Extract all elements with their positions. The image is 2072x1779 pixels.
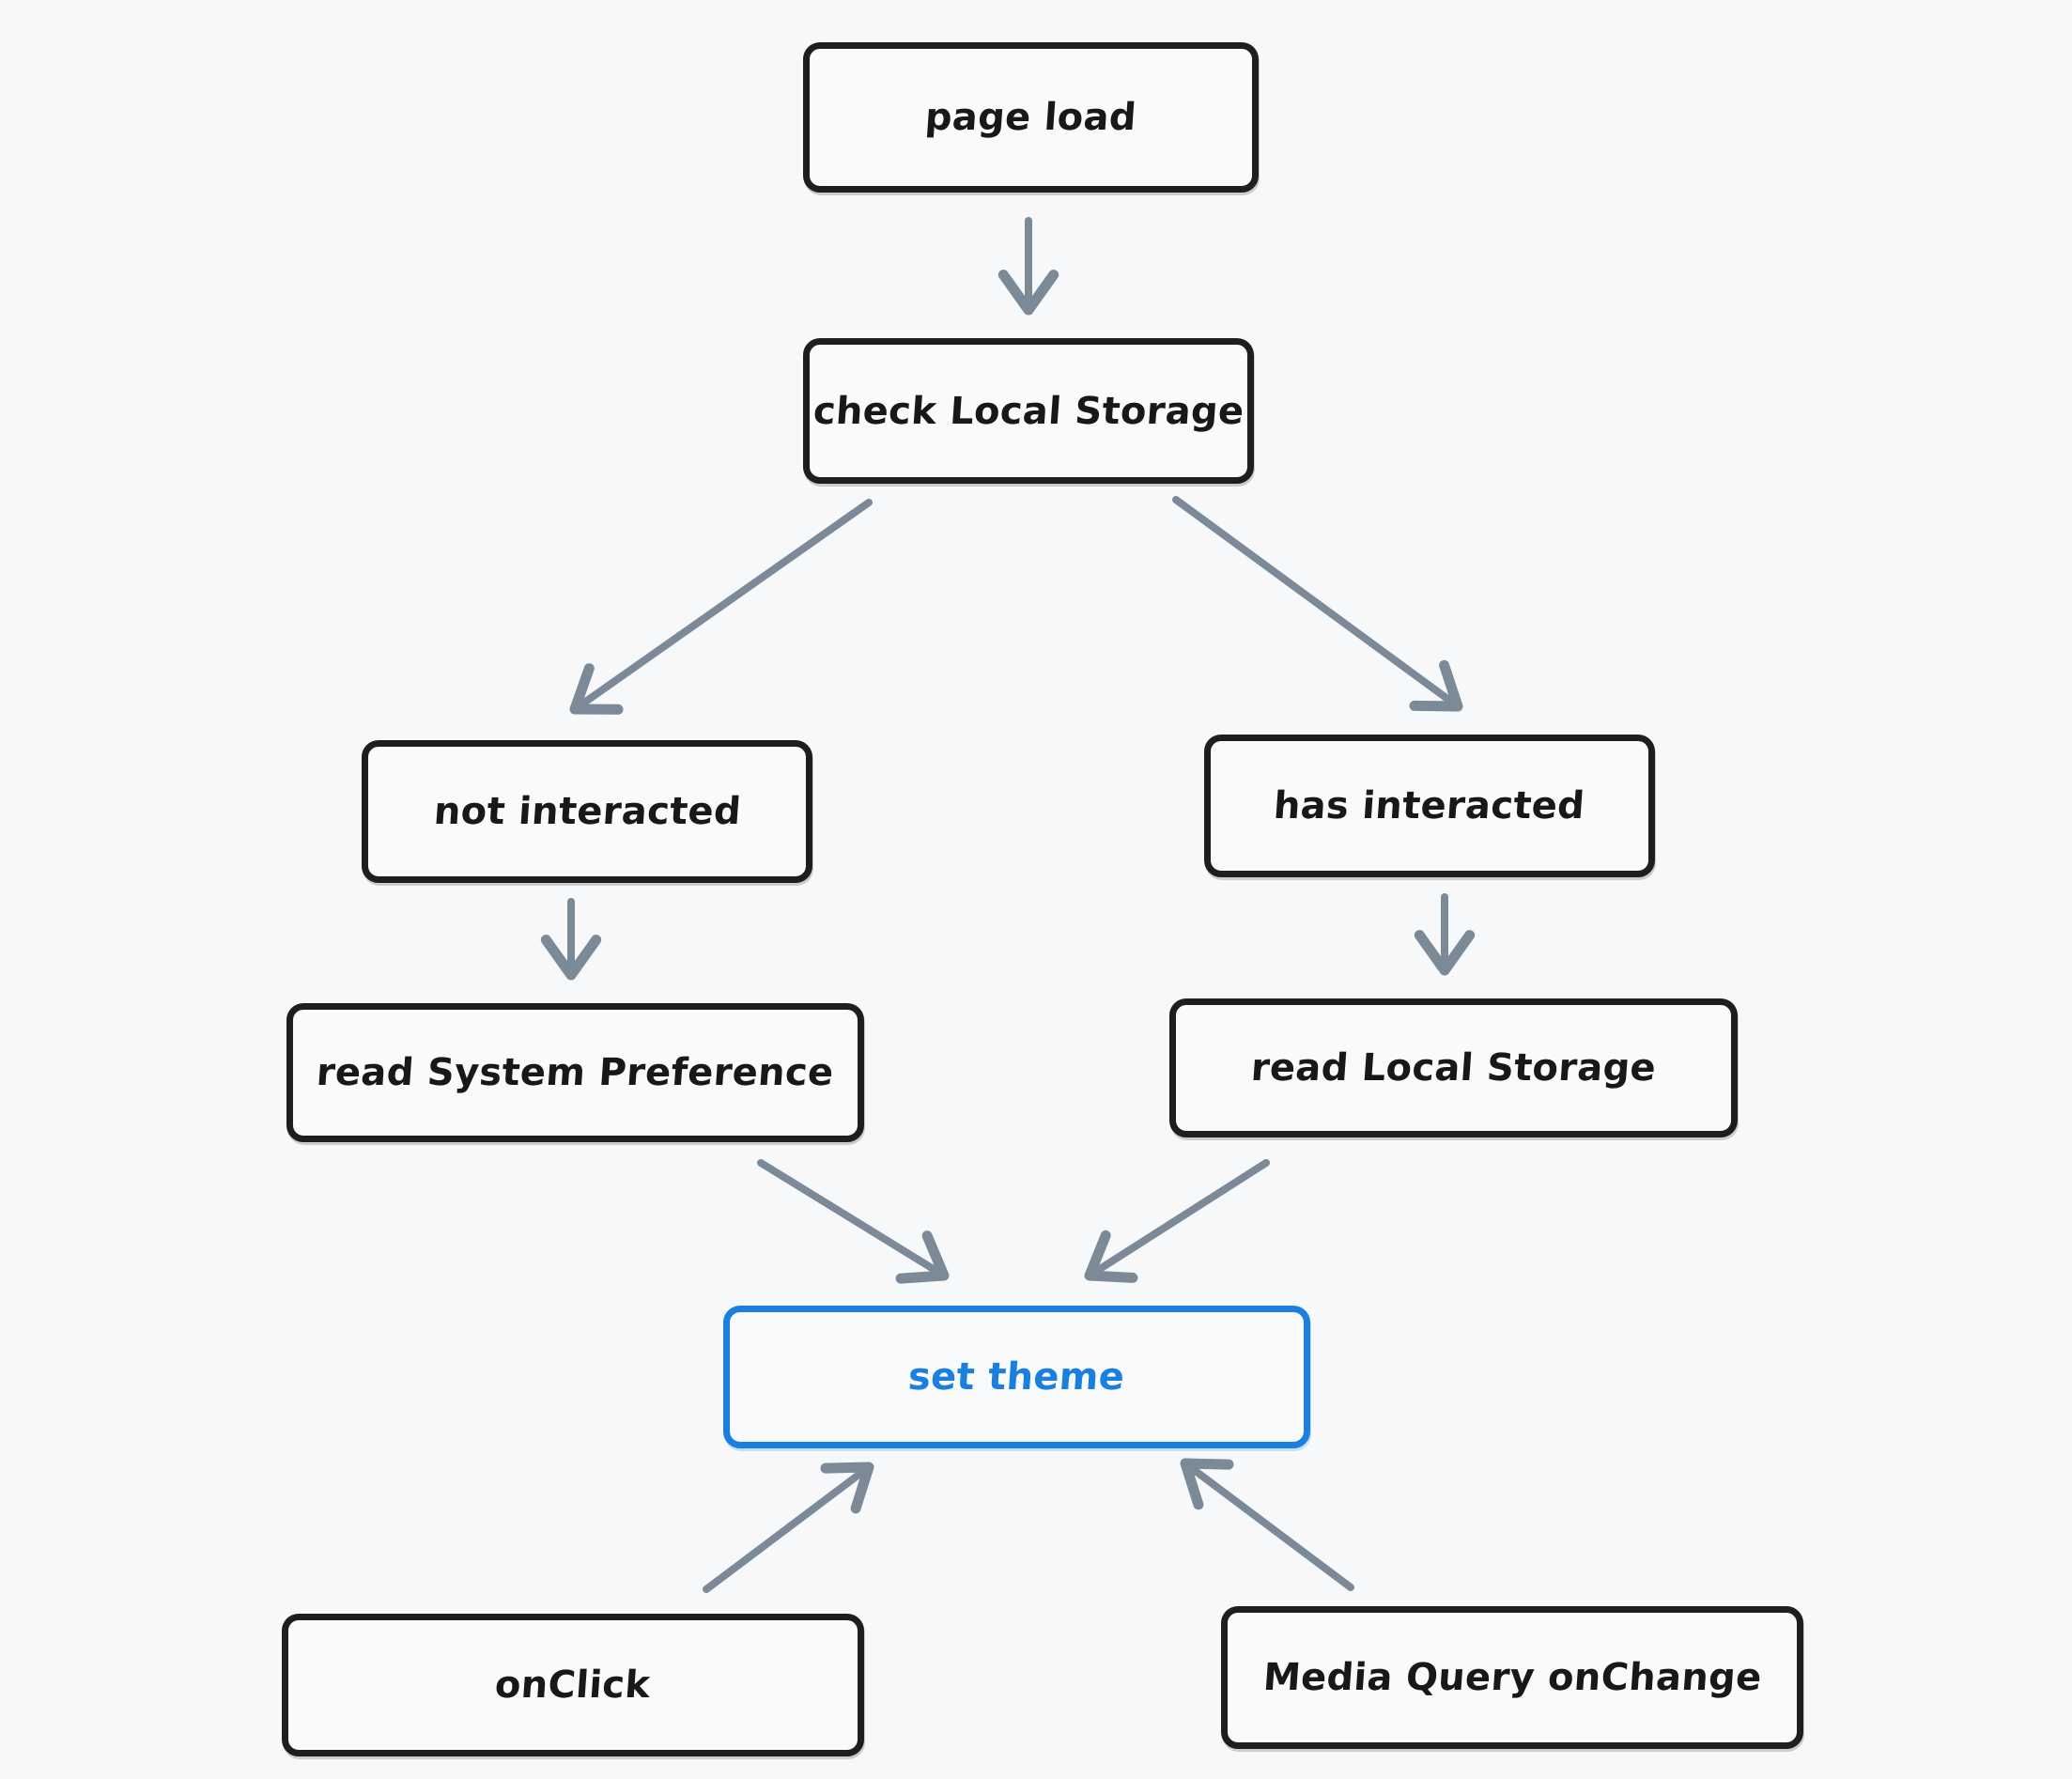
edge-arrowhead-icon (1180, 1458, 1234, 1510)
edge-line (1185, 1462, 1354, 1591)
edge-on-click-to-set-theme (703, 1462, 874, 1593)
node-not-interacted[interactable]: not interacted (362, 740, 812, 883)
edge-arrowhead-icon (1409, 659, 1463, 712)
edge-line (757, 1159, 943, 1276)
node-page-load[interactable]: page load (803, 42, 1259, 193)
edge-arrowhead-icon (820, 1462, 874, 1514)
edge-line (575, 499, 873, 710)
edge-arrowhead-icon (1084, 1230, 1138, 1283)
edge-has-interacted-to-read-local-storage (1414, 893, 1476, 976)
edge-not-interacted-to-read-system-pref (540, 898, 602, 981)
edge-line (1172, 496, 1458, 707)
edge-media-query-onchange-to-set-theme (1180, 1458, 1354, 1591)
node-set-theme[interactable]: set theme (723, 1306, 1310, 1448)
node-label-check-local-storage: check Local Storage (812, 389, 1245, 433)
node-check-local-storage[interactable]: check Local Storage (803, 338, 1254, 484)
node-label-has-interacted: has interacted (1272, 784, 1587, 828)
node-label-read-local-storage: read Local Storage (1249, 1046, 1658, 1090)
edge-read-system-pref-to-set-theme (757, 1159, 950, 1284)
edge-arrowhead-icon (997, 270, 1059, 316)
edge-line (1090, 1159, 1270, 1276)
edge-arrowhead-icon (540, 935, 602, 981)
edge-check-local-storage-to-not-interacted (569, 499, 873, 715)
node-read-local-storage[interactable]: read Local Storage (1169, 998, 1738, 1137)
edge-arrowhead-icon (895, 1230, 950, 1284)
edge-arrowhead-icon (1414, 930, 1476, 976)
edge-arrowhead-icon (569, 663, 624, 715)
edge-read-local-storage-to-set-theme (1084, 1159, 1270, 1283)
node-has-interacted[interactable]: has interacted (1204, 735, 1655, 877)
node-label-read-system-pref: read System Preference (315, 1051, 836, 1094)
node-label-on-click: onClick (493, 1663, 653, 1707)
node-label-set-theme: set theme (906, 1355, 1127, 1399)
edge-check-local-storage-to-has-interacted (1172, 496, 1463, 712)
node-media-query-onchange[interactable]: Media Query onChange (1221, 1606, 1803, 1749)
edge-line (703, 1466, 869, 1593)
node-label-page-load: page load (923, 96, 1138, 139)
node-label-media-query-onchange: Media Query onChange (1261, 1656, 1763, 1699)
node-read-system-pref[interactable]: read System Preference (286, 1003, 864, 1142)
node-on-click[interactable]: onClick (282, 1614, 864, 1756)
node-label-not-interacted: not interacted (431, 790, 743, 833)
edge-page-load-to-check-local-storage (997, 217, 1059, 316)
